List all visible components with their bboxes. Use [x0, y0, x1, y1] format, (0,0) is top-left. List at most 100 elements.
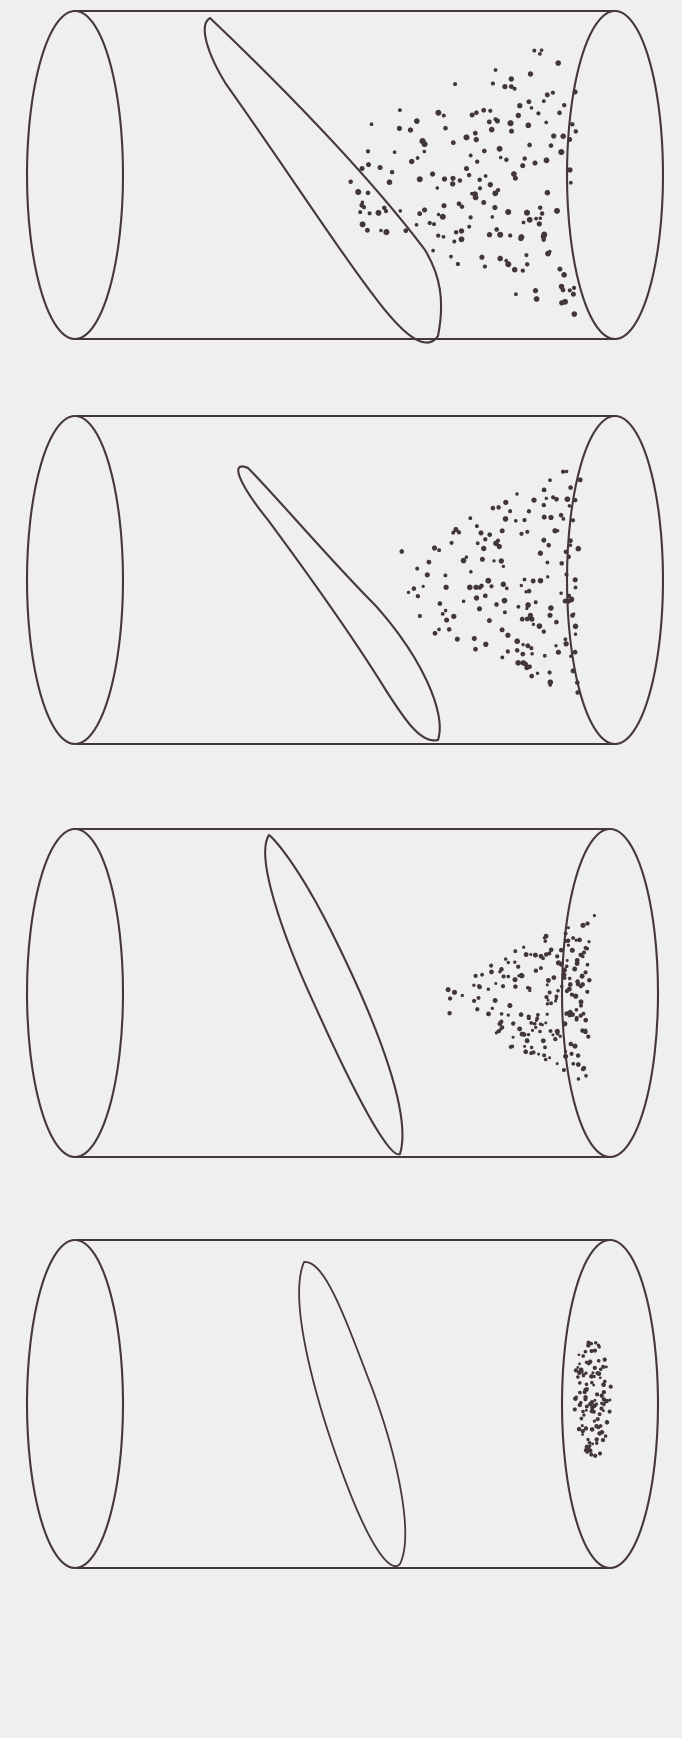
particle-dot-3 [473, 647, 478, 652]
particle-dot-111 [586, 1343, 590, 1347]
particle-dot-143 [581, 1066, 586, 1071]
particle-dot-44 [593, 1366, 597, 1370]
particle-dot-16 [565, 496, 571, 502]
particle-dot-93 [505, 587, 509, 591]
particle-dot-47 [568, 977, 571, 980]
particle-dot-111 [529, 1021, 533, 1025]
particle-dot-185 [492, 190, 498, 196]
particle-dot-147 [528, 613, 533, 618]
particle-dot-31 [438, 601, 443, 606]
particle-dot-143 [451, 614, 456, 619]
particle-dot-53 [579, 1004, 583, 1008]
particle-dot-98 [499, 156, 503, 160]
particle-dot-84 [390, 170, 395, 175]
particle-dot-152 [469, 570, 473, 574]
particle-dot-79 [589, 1374, 594, 1379]
particle-dot-191 [529, 1051, 533, 1055]
particle-dot-100 [572, 967, 577, 972]
particle-dot-101 [591, 1371, 594, 1374]
particle-dot-135 [461, 994, 464, 997]
particle-dot-61 [537, 623, 543, 629]
particle-dot-23 [540, 211, 544, 215]
particle-dot-123 [544, 934, 549, 939]
particle-dot-18 [585, 1404, 589, 1408]
particle-dot-170 [515, 660, 521, 666]
particle-dot-132 [546, 1013, 549, 1016]
particle-dot-62 [578, 1362, 581, 1365]
particle-dot-66 [493, 998, 498, 1003]
particle-dot-124 [568, 504, 571, 507]
particle-dot-18 [538, 551, 543, 556]
particle-dot-147 [585, 921, 589, 925]
particle-dot-19 [416, 156, 420, 160]
particle-dot-11 [514, 638, 520, 644]
particle-dot-52 [588, 1441, 592, 1445]
particle-dot-101 [571, 668, 576, 673]
particle-dot-144 [548, 670, 552, 674]
particle-dot-37 [587, 978, 592, 983]
particle-dot-57 [576, 1366, 579, 1369]
particle-dot-84 [581, 1410, 584, 1413]
particle-dot-71 [494, 227, 499, 232]
particle-dot-21 [595, 1442, 598, 1445]
particle-dot-180 [464, 166, 469, 171]
particle-dot-99 [584, 1426, 588, 1430]
particle-dot-130 [431, 249, 435, 253]
particle-dot-67 [491, 1007, 494, 1010]
particle-dot-77 [480, 557, 485, 562]
particle-dot-106 [519, 532, 523, 536]
particle-dot-119 [585, 1445, 589, 1449]
particle-dot-176 [538, 52, 542, 56]
particle-dot-31 [370, 122, 374, 126]
particle-dot-107 [469, 153, 473, 157]
particle-dot-182 [580, 974, 585, 979]
particle-dot-175 [443, 585, 448, 590]
particle-dot-151 [527, 589, 532, 594]
particle-dot-122 [583, 1029, 588, 1034]
particle-dot-136 [407, 591, 410, 594]
particle-dot-46 [462, 599, 466, 603]
particle-dot-83 [500, 655, 504, 659]
particle-dot-144 [542, 1053, 546, 1057]
particle-dot-87 [584, 970, 588, 974]
particle-dot-80 [554, 1000, 557, 1003]
particle-dot-71 [586, 1438, 589, 1441]
particle-dot-115 [597, 1426, 600, 1429]
particle-dot-174 [485, 578, 491, 584]
particle-dot-43 [486, 1011, 491, 1016]
particle-dot-79 [487, 532, 492, 537]
particle-dot-63 [572, 1044, 577, 1049]
particle-dot-47 [500, 528, 505, 533]
particle-dot-155 [567, 167, 572, 172]
particle-dot-90 [496, 539, 500, 543]
particle-dot-52 [483, 593, 488, 598]
particle-dot-17 [595, 1392, 599, 1396]
particle-dot-1 [477, 606, 482, 611]
particle-dot-56 [491, 81, 495, 85]
particle-dot-29 [487, 232, 492, 237]
particle-dot-97 [473, 585, 478, 590]
particle-dot-108 [601, 1365, 604, 1368]
particle-dot-162 [548, 605, 554, 611]
particle-dot-145 [488, 182, 493, 187]
particle-dot-72 [496, 505, 500, 509]
particle-dot-102 [559, 513, 564, 518]
particle-dot-150 [527, 1033, 530, 1036]
particle-dot-97 [532, 49, 536, 53]
particle-dot-65 [573, 577, 578, 582]
particle-dot-56 [542, 629, 546, 633]
particle-dot-104 [555, 954, 559, 958]
particle-dot-52 [567, 944, 570, 947]
particle-dot-75 [481, 546, 486, 551]
particle-dot-160 [573, 994, 578, 999]
particle-dot-187 [556, 960, 561, 965]
particle-dot-165 [468, 516, 472, 520]
particle-dot-28 [602, 1390, 606, 1394]
particle-dot-94 [583, 1018, 588, 1023]
particle-dot-122 [492, 205, 497, 210]
particle-dot-91 [579, 1014, 583, 1018]
particle-dot-100 [505, 261, 511, 267]
particle-dot-154 [514, 519, 518, 523]
particle-dot-110 [552, 975, 557, 980]
particle-dot-81 [524, 210, 530, 216]
